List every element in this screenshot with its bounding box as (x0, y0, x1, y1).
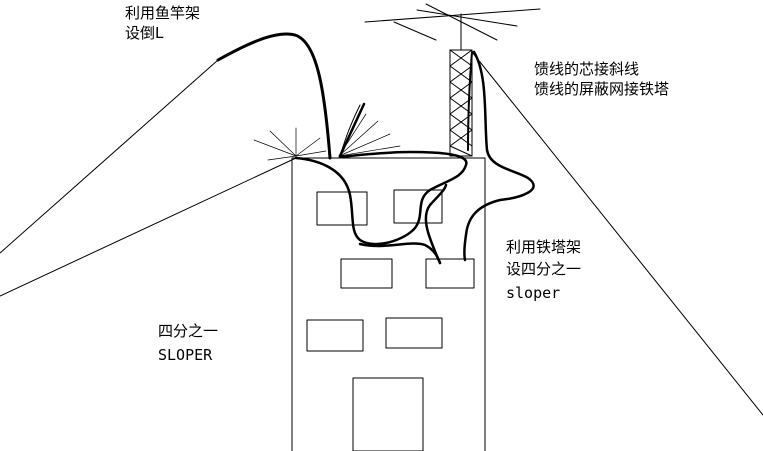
label-tower-mount-line3: sloper (506, 284, 561, 302)
label-fishing-pole-line1: 利用鱼竿架 (125, 4, 201, 22)
label-fishing-pole-line2: 设倒L (125, 24, 164, 42)
label-feeder-core: 馈线的芯接斜线 (534, 60, 640, 78)
label-tower-mount-line2: 设四分之一 (506, 260, 582, 278)
feed-point-burst-center (338, 113, 401, 157)
building-door (352, 377, 424, 451)
tower-feeder-cable-upper (467, 51, 473, 151)
left-inverted-l-wire (0, 59, 219, 254)
label-quarter-line1: 四分之一 (158, 322, 219, 340)
feeder-cable-1 (294, 150, 468, 246)
building-windows (306, 189, 475, 352)
left-sloper-wire (0, 157, 297, 297)
label-feeder-shield: 馈线的屏蔽网接铁塔 (534, 80, 670, 98)
label-quarter-line2: SLOPER (158, 346, 213, 364)
label-tower-mount-line1: 利用铁塔架 (506, 238, 582, 256)
inverted-l-feed-segment (338, 102, 366, 158)
tower-feeder-cable (463, 50, 535, 262)
feeder-cable-2 (358, 242, 442, 265)
building (291, 157, 486, 451)
inverted-l-pole-wire (216, 32, 332, 160)
feeder-cable-3 (424, 183, 448, 265)
yagi-antenna (364, 3, 541, 51)
feed-point-burst-left (253, 127, 327, 161)
right-sloper-wire (471, 51, 763, 416)
